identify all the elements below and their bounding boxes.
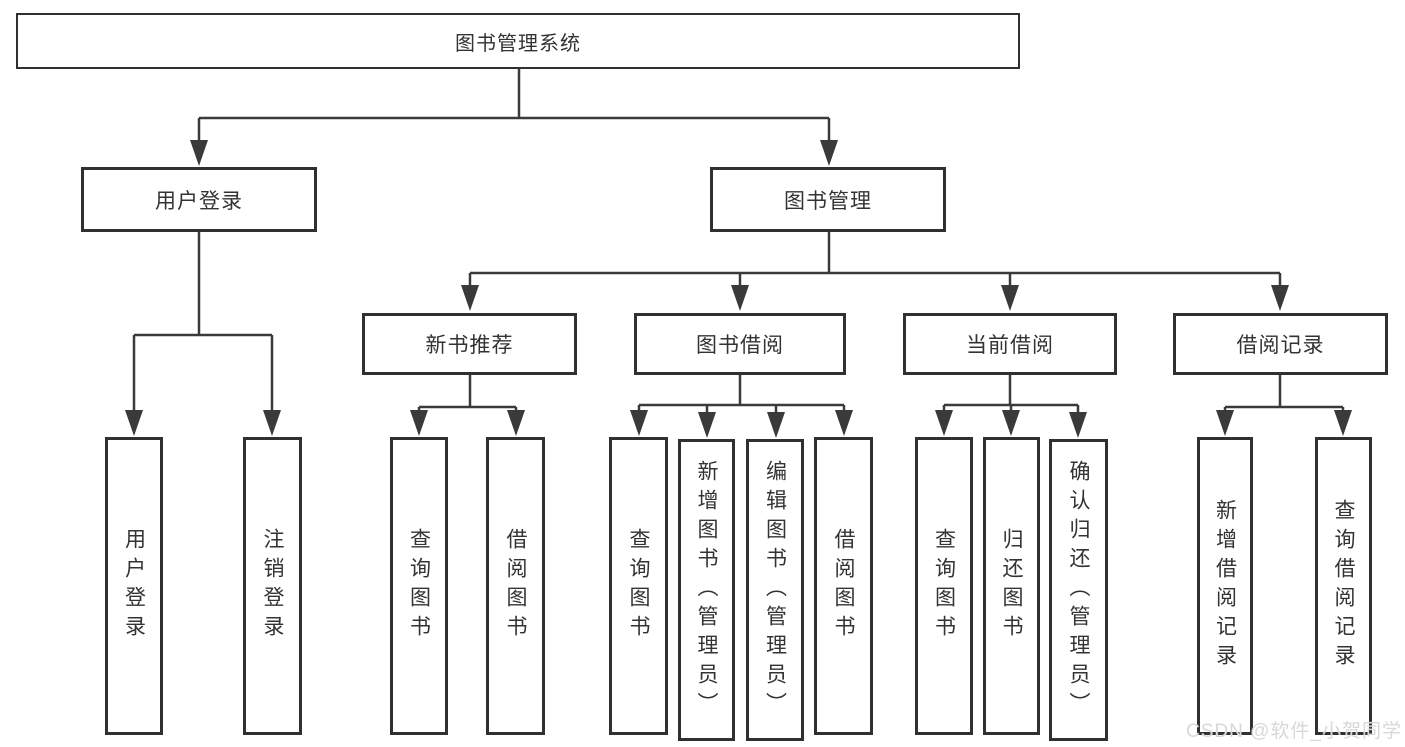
node-root: 图书管理系统 — [16, 13, 1020, 69]
arrowhead — [461, 285, 479, 311]
arrowhead — [1069, 412, 1087, 438]
arrowhead — [507, 410, 525, 436]
leaf-label: 编辑图书（管理员） — [763, 459, 787, 721]
arrowhead — [698, 412, 716, 438]
leaf-label: 归还图书 — [1000, 528, 1023, 644]
arrowhead — [731, 285, 749, 311]
node-current-borrowing: 当前借阅 — [903, 313, 1117, 375]
connector-borrowrecords-to-leaves — [1223, 375, 1345, 416]
arrowhead — [1216, 410, 1234, 436]
connector-currentborrow-to-leaves — [942, 375, 1080, 418]
node-new-book-recommend: 新书推荐 — [362, 313, 577, 375]
arrowhead — [935, 410, 953, 436]
arrowhead — [263, 410, 281, 436]
leaf-label: 查询图书 — [932, 528, 956, 644]
connector-userlogin-to-leaves — [132, 232, 274, 416]
leaf-label: 查询图书 — [407, 528, 431, 644]
node-book-borrowing: 图书借阅 — [634, 313, 846, 375]
node-book-management: 图书管理 — [710, 167, 946, 232]
arrowhead — [1001, 285, 1019, 311]
arrowhead — [630, 410, 648, 436]
leaf-query-books-nb: 查询图书 — [390, 437, 448, 735]
arrowhead — [1002, 410, 1020, 436]
connector-root-to-level2 — [197, 69, 831, 146]
leaf-query-books-cb: 查询图书 — [915, 437, 973, 735]
csdn-watermark: CSDN @软件_小贺同学 — [1186, 721, 1402, 742]
leaf-logout: 注销登录 — [243, 437, 302, 735]
leaf-label: 查询借阅记录 — [1332, 499, 1355, 673]
leaf-label: 新增图书（管理员） — [695, 459, 718, 721]
arrowhead — [1334, 410, 1352, 436]
leaf-query-borrow-record: 查询借阅记录 — [1315, 437, 1372, 735]
leaf-edit-books-admin: 编辑图书（管理员） — [746, 439, 804, 741]
leaf-borrow-books-bb: 借阅图书 — [814, 437, 873, 735]
arrowhead — [190, 140, 208, 166]
arrowhead — [820, 140, 838, 166]
leaf-label: 确认归还（管理员） — [1067, 459, 1090, 721]
leaf-confirm-return-admin: 确认归还（管理员） — [1049, 439, 1108, 741]
arrowhead — [125, 410, 143, 436]
leaf-label: 查询图书 — [627, 528, 650, 644]
arrowhead — [410, 410, 428, 436]
connector-newbooks-to-leaves — [417, 375, 518, 416]
leaf-borrow-books-nb: 借阅图书 — [486, 437, 545, 735]
connector-bookmgmt-to-level3 — [468, 232, 1282, 291]
node-user-login: 用户登录 — [81, 167, 317, 232]
leaf-return-books: 归还图书 — [983, 437, 1040, 735]
leaf-label: 用户登录 — [122, 528, 146, 644]
leaf-add-books-admin: 新增图书（管理员） — [678, 439, 735, 741]
leaf-label: 借阅图书 — [504, 528, 527, 644]
arrowhead — [1271, 285, 1289, 311]
leaf-label: 借阅图书 — [832, 528, 855, 644]
leaf-user-login: 用户登录 — [105, 437, 163, 735]
arrowhead — [835, 410, 853, 436]
leaf-label: 新增借阅记录 — [1213, 499, 1237, 673]
node-borrowing-records: 借阅记录 — [1173, 313, 1388, 375]
leaf-label: 注销登录 — [261, 528, 284, 644]
leaf-query-books-bb: 查询图书 — [609, 437, 668, 735]
connector-bookborrow-to-leaves — [637, 375, 846, 418]
leaf-add-borrow-record: 新增借阅记录 — [1197, 437, 1253, 735]
arrowhead — [767, 412, 785, 438]
